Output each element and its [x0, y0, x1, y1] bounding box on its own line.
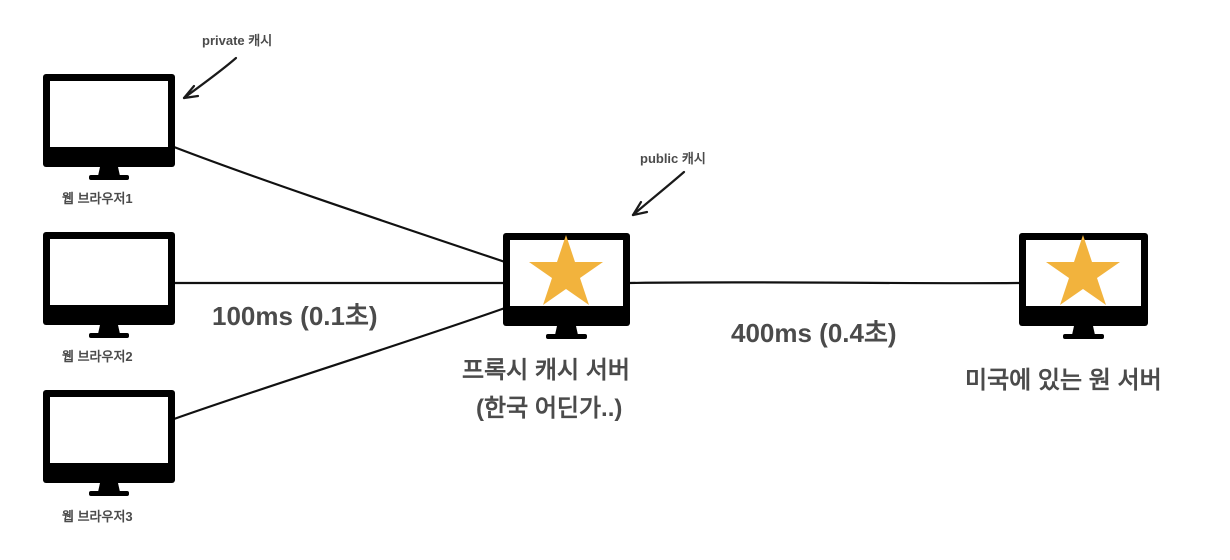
client-to-proxy-latency: 100ms (0.1초)	[212, 301, 378, 331]
origin-server-monitor-icon	[1019, 233, 1148, 339]
proxy-to-origin-latency: 400ms (0.4초)	[731, 318, 897, 348]
browser-1-label: 웹 브라우저1	[62, 191, 133, 206]
arrow-icon	[182, 56, 238, 100]
arrow-icon	[631, 170, 686, 217]
connection-browser1-proxy	[172, 145, 507, 264]
connection-browser3-proxy	[172, 306, 507, 421]
star-icon	[1046, 235, 1120, 305]
monitor-icon	[43, 390, 175, 496]
public-cache-annotation: public 캐시	[640, 151, 706, 166]
monitor-icon	[43, 232, 175, 338]
origin-server-label: 미국에 있는 원 서버	[965, 367, 1162, 394]
browser-2-label: 웹 브라우저2	[62, 349, 133, 364]
monitor-icon	[43, 74, 175, 180]
browser-3-label: 웹 브라우저3	[62, 509, 133, 524]
connections	[172, 145, 1022, 421]
connection-browser2-proxy	[172, 281, 507, 285]
star-icon	[529, 235, 603, 305]
proxy-server-label: 프록시 캐시 서버	[462, 357, 630, 384]
connection-proxy-origin	[627, 281, 1022, 285]
private-cache-annotation: private 캐시	[202, 33, 273, 48]
proxy-server-monitor-icon	[503, 233, 630, 339]
proxy-server-location: (한국 어딘가..)	[476, 395, 623, 422]
